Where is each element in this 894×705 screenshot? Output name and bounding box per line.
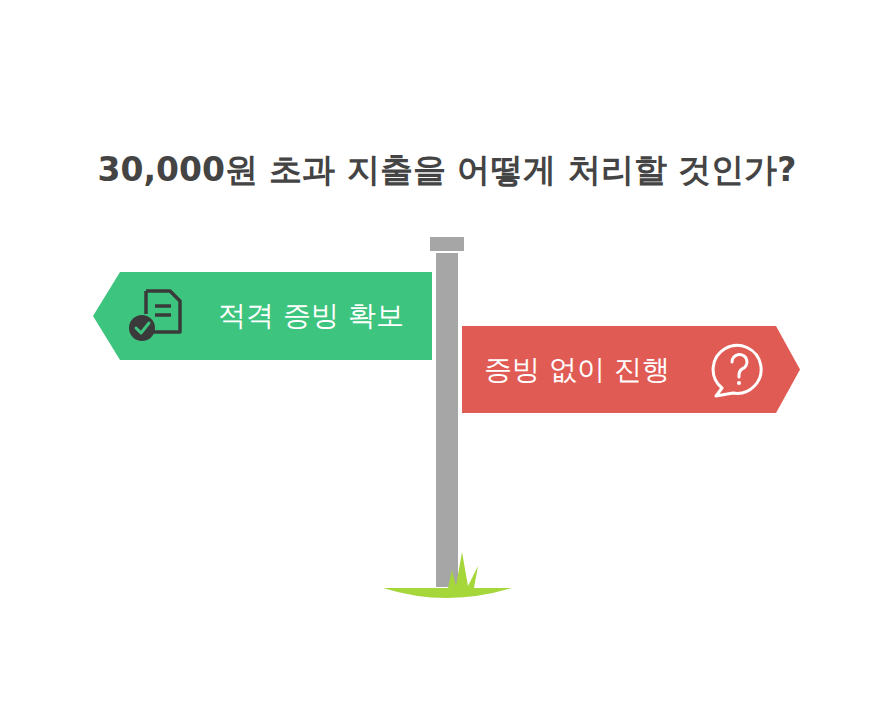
question-bubble-icon bbox=[713, 345, 761, 396]
sign-label: 적격 증빙 확보 bbox=[218, 299, 404, 333]
diagram-title: 30,000원 초과 지출을 어떻게 처리할 것인가? bbox=[0, 148, 894, 193]
grass bbox=[448, 552, 478, 588]
sign-label: 증빙 없이 진행 bbox=[484, 353, 670, 387]
sign-board bbox=[93, 272, 432, 360]
sign-board bbox=[462, 326, 800, 413]
signpost-arrow: 적격 증빙 확보 bbox=[93, 272, 432, 360]
document-check-icon bbox=[129, 291, 180, 341]
signpost-arrow: 증빙 없이 진행 bbox=[462, 326, 800, 413]
ground bbox=[383, 588, 512, 598]
pole bbox=[436, 253, 458, 587]
pole-cap bbox=[430, 237, 464, 251]
